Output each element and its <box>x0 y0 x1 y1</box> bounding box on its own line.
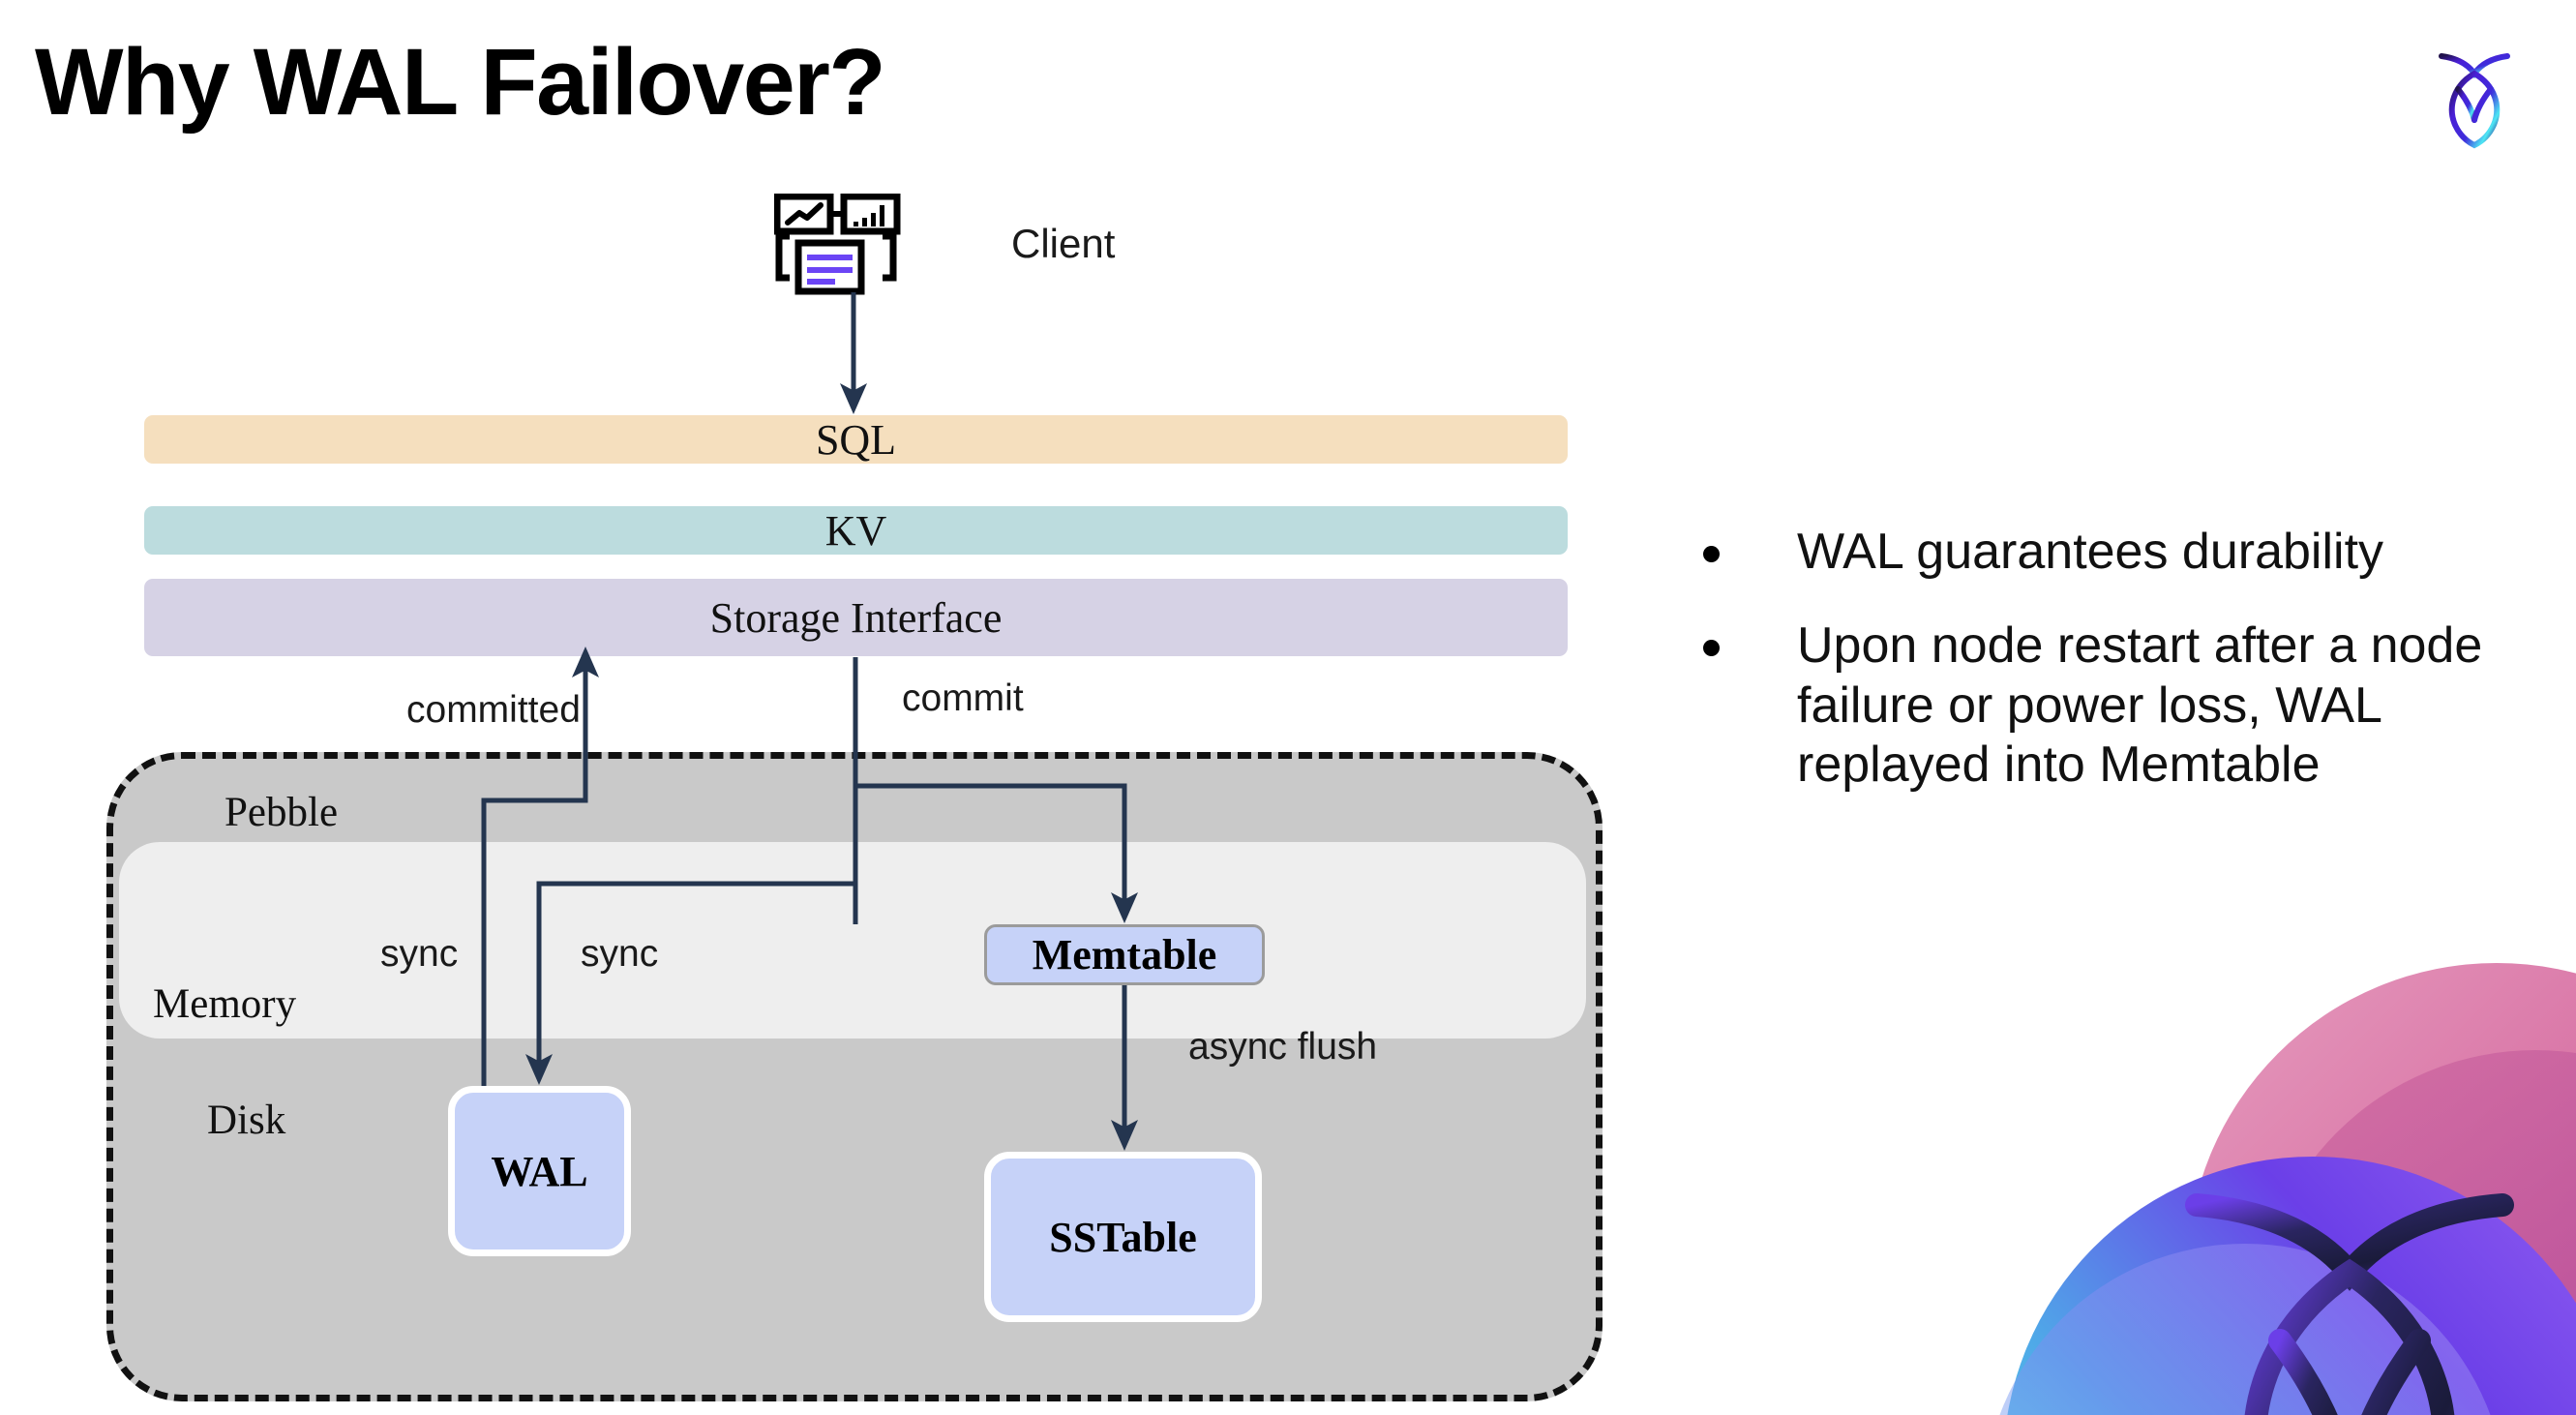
node-memtable: Memtable <box>984 924 1265 985</box>
memory-region <box>119 842 1586 1039</box>
page-title: Why WAL Failover? <box>35 29 886 135</box>
layer-bar-sql-label: SQL <box>815 415 897 464</box>
bullet-dot-icon <box>1703 546 1720 562</box>
edge-label-sync-right: sync <box>581 933 659 975</box>
node-memtable-label: Memtable <box>1032 931 1217 978</box>
edge-label-committed: committed <box>406 689 581 731</box>
memory-label: Memory <box>153 981 297 1027</box>
list-item: Upon node restart after a node failure o… <box>1703 617 2545 795</box>
node-sstable-label: SSTable <box>1049 1213 1197 1261</box>
layer-bar-storage-interface: Storage Interface <box>144 579 1568 656</box>
bullet-text: WAL guarantees durability <box>1797 524 2384 580</box>
bullet-dot-icon <box>1703 640 1720 657</box>
client-label: Client <box>1011 221 1116 266</box>
edge-label-commit: commit <box>902 677 1024 719</box>
disk-label: Disk <box>207 1098 286 1143</box>
node-sstable: SSTable <box>984 1152 1262 1322</box>
list-item: WAL guarantees durability <box>1703 523 2545 582</box>
layer-bar-kv: KV <box>144 506 1568 555</box>
cockroachdb-logo <box>2411 35 2537 161</box>
bullet-list: WAL guarantees durability Upon node rest… <box>1703 523 2545 829</box>
cockroach-circles-decoration <box>1955 924 2576 1415</box>
bullet-text: Upon node restart after a node failure o… <box>1797 617 2483 794</box>
layer-bar-storage-interface-label: Storage Interface <box>709 593 1003 642</box>
edge-label-sync-left: sync <box>380 933 459 975</box>
pebble-label: Pebble <box>225 790 339 835</box>
node-wal-label: WAL <box>491 1147 588 1195</box>
layer-bar-kv-label: KV <box>824 506 887 555</box>
layer-bar-sql: SQL <box>144 415 1568 464</box>
node-wal: WAL <box>448 1086 631 1256</box>
client-dashboard-icon <box>773 193 929 310</box>
edge-label-async-flush: async flush <box>1188 1026 1378 1068</box>
